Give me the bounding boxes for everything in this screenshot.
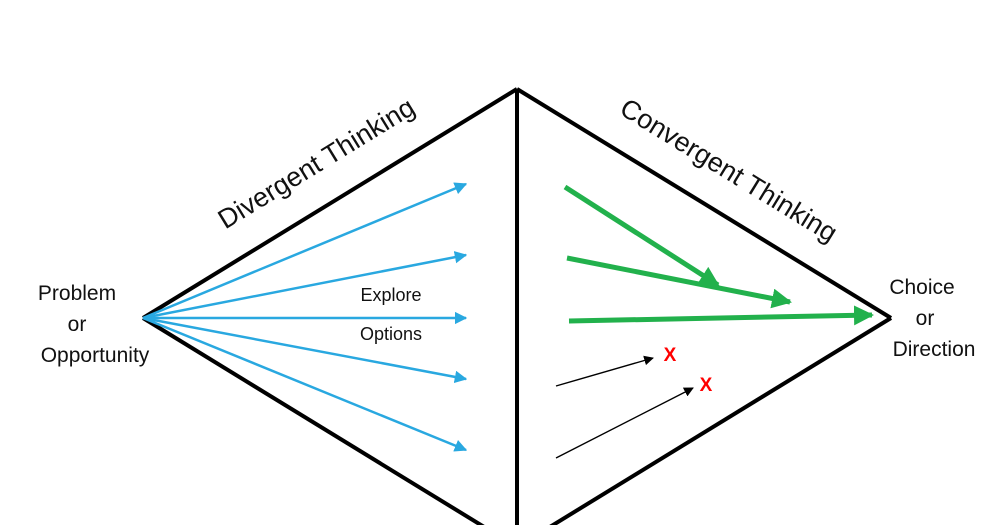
outline-lower-right-edge — [549, 316, 893, 525]
problem-label: Problem — [38, 282, 116, 305]
rejected-x-mark: X — [700, 375, 713, 396]
outline-lower-left-edge — [141, 316, 485, 525]
divergent-arrow — [142, 316, 468, 452]
rejected-arrow — [555, 355, 654, 387]
direction-label: Direction — [893, 338, 976, 361]
convergent-arrow — [566, 255, 792, 309]
explore-label: Explore — [360, 285, 421, 305]
options-label: Options — [360, 324, 422, 344]
divergent-arrow — [142, 182, 468, 320]
problem-or-label: or — [68, 313, 87, 336]
outline-upper-right-edge — [515, 87, 893, 320]
opportunity-label: Opportunity — [41, 344, 150, 367]
divergent-arrow — [142, 251, 468, 320]
choice-label: Choice — [889, 276, 954, 299]
divergent-arrow — [142, 316, 468, 384]
rejected-x-mark: X — [664, 345, 677, 366]
convergent-arrow — [568, 305, 874, 326]
convergent-arrow — [563, 184, 720, 288]
outline-upper-left-edge — [141, 87, 519, 320]
divergent-arrows — [142, 182, 468, 452]
convergent-arrows — [563, 184, 874, 326]
diamond-outline — [141, 87, 893, 525]
choice-or-label: or — [916, 307, 935, 330]
rejected-arrow — [555, 387, 694, 459]
rejected-arrows — [555, 355, 694, 459]
